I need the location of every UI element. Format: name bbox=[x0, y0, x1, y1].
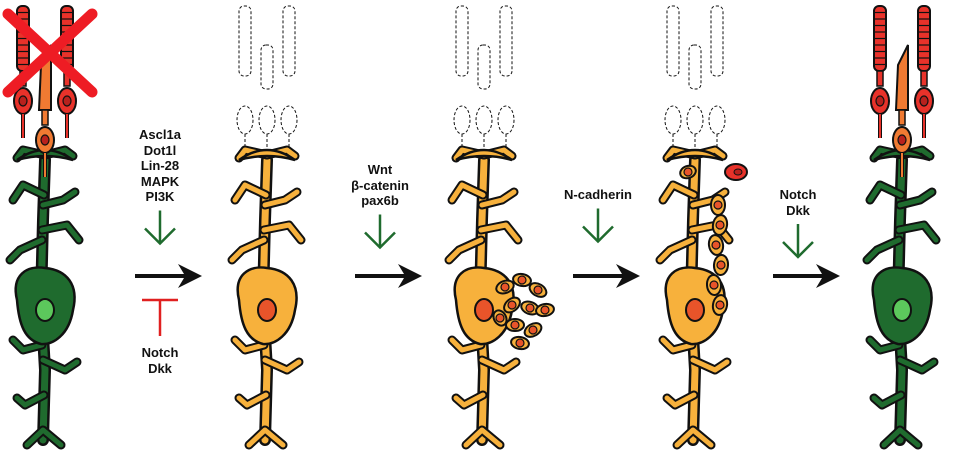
regenerated-rod bbox=[914, 5, 934, 138]
promoter-factor: pax6b bbox=[361, 193, 399, 208]
promoter-factor: Ascl1a bbox=[139, 127, 181, 142]
promoter-factor: β-catenin bbox=[351, 177, 409, 193]
migrating-progenitors bbox=[679, 164, 730, 316]
regenerated-cone bbox=[892, 44, 912, 177]
dedifferentiated-glia bbox=[227, 145, 306, 450]
muller-glia bbox=[5, 145, 84, 450]
lost-photoreceptor-outlines bbox=[236, 5, 298, 150]
inhibitor-factor: Notch bbox=[141, 345, 179, 360]
restored-muller-glia bbox=[862, 145, 941, 450]
lost-photoreceptor-outlines bbox=[664, 5, 726, 150]
promoter-factor: MAPK bbox=[140, 173, 180, 189]
cone-photoreceptor bbox=[35, 44, 55, 177]
inhibitor-factor: Dkk bbox=[148, 360, 172, 376]
promoter-factor: N-cadherin bbox=[564, 187, 632, 202]
promoter-factor: Wnt bbox=[367, 162, 393, 177]
lost-photoreceptor-outlines bbox=[453, 5, 515, 150]
regenerated-rod bbox=[870, 5, 890, 138]
promoter-factor: Lin-28 bbox=[140, 158, 180, 173]
promoter-factor: Dot1l bbox=[143, 142, 177, 158]
proliferating-glia bbox=[444, 145, 523, 450]
promoter-labels: N-cadherin bbox=[548, 187, 648, 203]
promoter-factor: Notch bbox=[779, 187, 817, 202]
promoter-factor: PI3K bbox=[145, 189, 175, 204]
promoter-factor: Dkk bbox=[786, 202, 810, 218]
cell-death-x-icon bbox=[2, 8, 98, 98]
progenitor-cluster bbox=[492, 272, 555, 351]
